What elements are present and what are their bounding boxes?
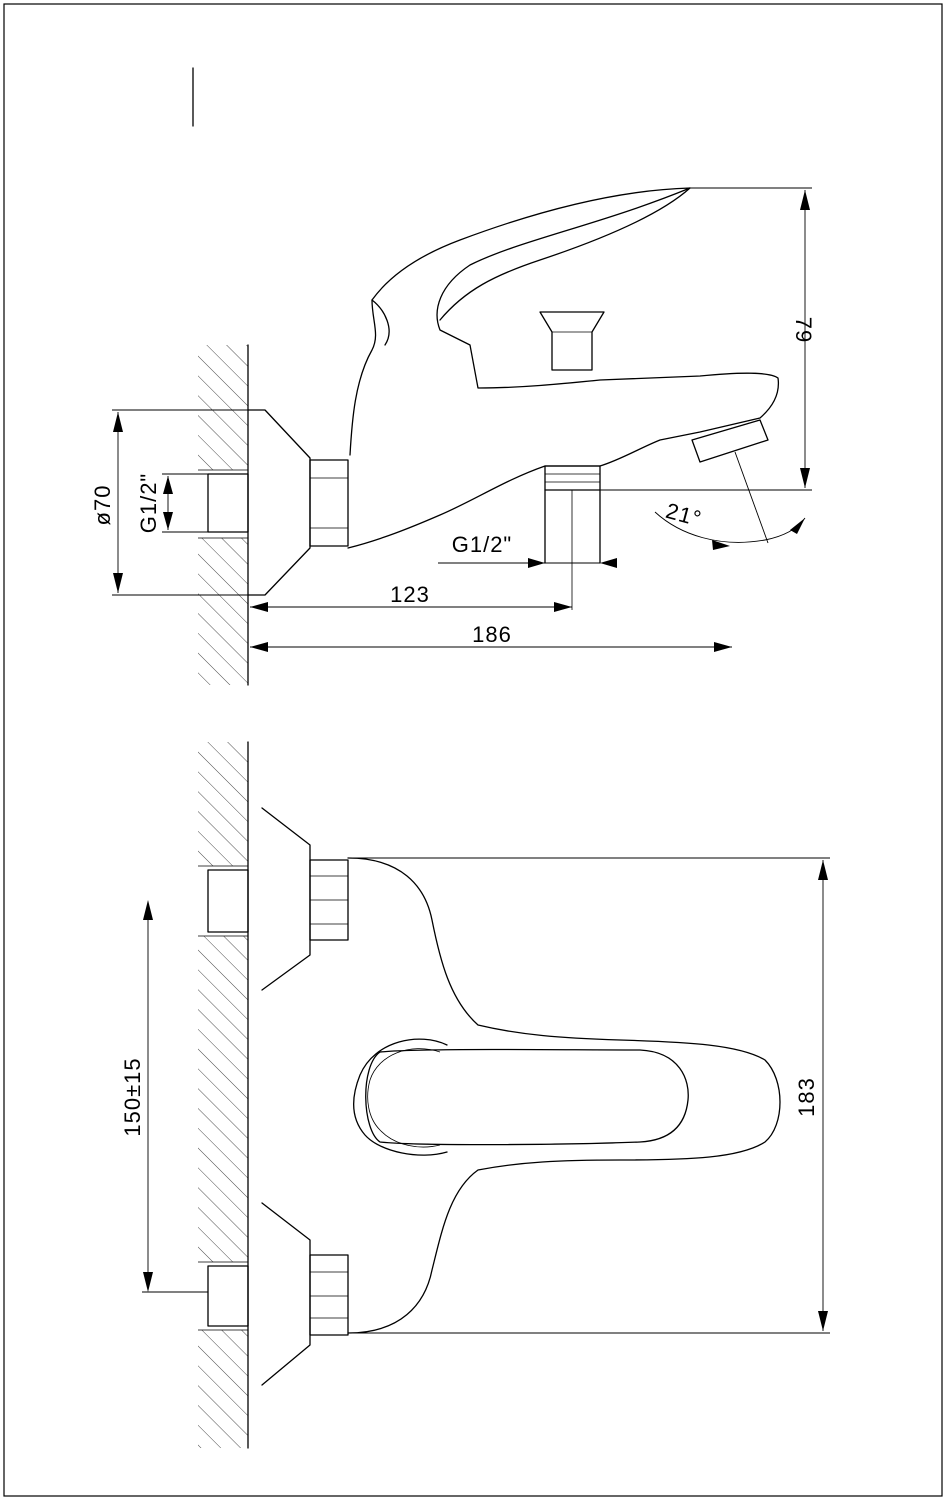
mixer-body-side	[347, 187, 780, 549]
diverter-knob	[539, 311, 605, 371]
lever-top-edge	[439, 187, 691, 321]
dim-width: 183	[350, 857, 830, 1334]
dim-height: 79	[600, 187, 816, 491]
label-height: 79	[791, 317, 816, 343]
lower-inlet	[198, 1202, 349, 1386]
label-width: 183	[794, 1077, 819, 1117]
cartridge-ring	[353, 1038, 448, 1156]
upper-flange	[261, 807, 311, 991]
wall-inlet-pipe	[198, 469, 249, 539]
dim-spout-angle: 21°	[654, 451, 806, 550]
label-outlet-thread: G1/2"	[452, 532, 513, 557]
spout-aerator	[691, 419, 769, 463]
wall-section-bottom	[198, 741, 249, 1449]
dim-inlet-to-outlet: 123	[250, 582, 572, 612]
wall-section-top	[198, 344, 249, 686]
drawing-frame	[3, 3, 943, 1497]
top-view: 150±15 183	[120, 741, 830, 1449]
lower-hex-nut	[309, 1254, 349, 1336]
mixer-body-top	[347, 857, 781, 1334]
dim-centers: 150±15	[120, 900, 208, 1293]
label-wall-thread: G1/2"	[136, 473, 161, 534]
label-centers: 150±15	[120, 1057, 145, 1136]
label-flange-diameter: ø70	[90, 485, 115, 526]
hex-nut-side	[309, 459, 349, 547]
side-view: ø70 G1/2" G1/2" 123	[90, 187, 816, 686]
flange-cover	[247, 409, 311, 596]
lower-flange	[261, 1202, 311, 1386]
dim-flange-diameter: ø70	[90, 409, 264, 596]
dim-wall-thread: G1/2"	[136, 473, 210, 534]
label-overall-length: 186	[472, 622, 512, 647]
lever-plate-top	[365, 1048, 689, 1146]
upper-inlet	[198, 807, 349, 991]
dim-overall-length: 186	[250, 622, 732, 652]
label-spout-angle: 21°	[663, 498, 705, 532]
dim-outlet-thread: G1/2"	[438, 532, 617, 568]
label-inlet-to-outlet: 123	[390, 582, 430, 607]
lever-joint	[371, 299, 390, 346]
outlet-thread	[544, 465, 601, 610]
